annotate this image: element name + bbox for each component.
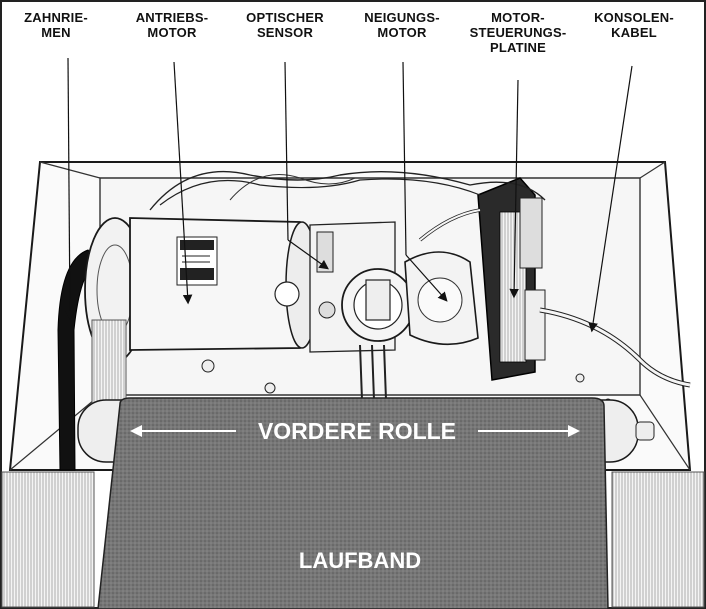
- running-belt: [97, 397, 609, 609]
- label-motorsteuerungsplatine: MOTOR- STEUERUNGS- PLATINE: [469, 10, 567, 55]
- right-side-rail: [611, 471, 705, 608]
- leader-zahnriemen: [65, 57, 75, 321]
- label-laufband: LAUFBAND: [298, 548, 422, 573]
- label-neigungsmotor: NEIGUNGS- MOTOR: [364, 10, 440, 40]
- leader-optischer-sensor: [284, 61, 289, 241]
- left-side-rail: [1, 471, 95, 608]
- leader-neigungsmotor: [402, 61, 407, 256]
- label-antriebsmotor: ANTRIEBS- MOTOR: [135, 10, 209, 40]
- label-zahnriemen: ZAHNRIE- MEN: [24, 10, 88, 40]
- wiring-harness: [149, 170, 546, 211]
- leader-antriebsmotor: [173, 61, 193, 305]
- label-optischer-sensor: OPTISCHER SENSOR: [246, 10, 324, 40]
- leader-motorsteuerungsplatine: [509, 79, 519, 299]
- leader-konsolenkabel: [588, 65, 633, 333]
- label-vordere-rolle: VORDERE ROLLE: [257, 418, 457, 444]
- label-konsolenkabel: KONSOLEN- KABEL: [594, 10, 674, 40]
